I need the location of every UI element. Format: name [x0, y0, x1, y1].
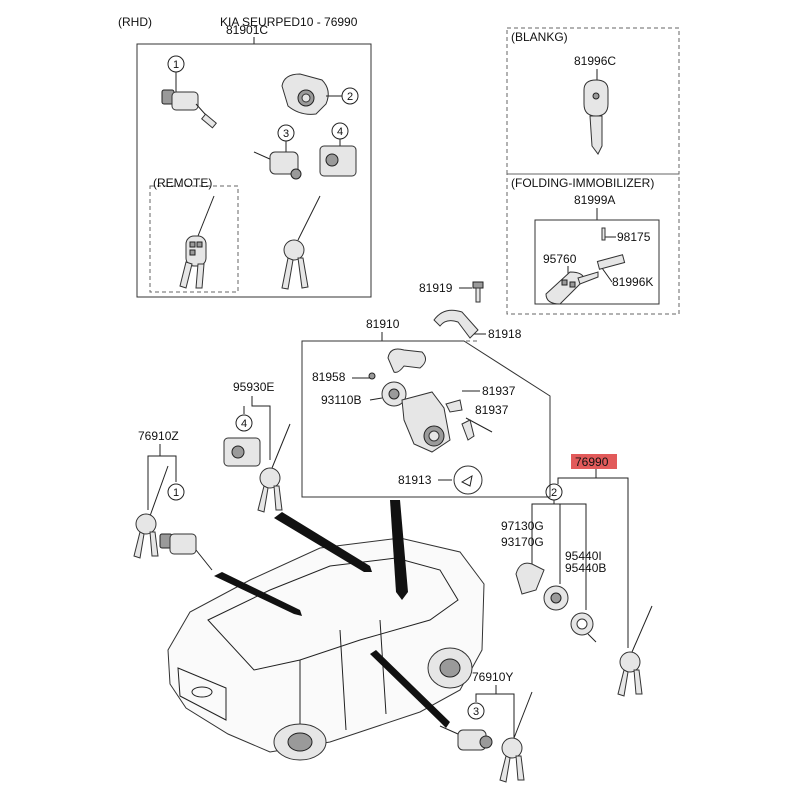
- label-81996K: 81996K: [612, 275, 653, 289]
- lock-cap-icon: [453, 465, 483, 495]
- arrow-left-door: [214, 572, 302, 616]
- wiring-connector-icon: [515, 562, 545, 595]
- bracket-icon: [433, 309, 479, 339]
- label-81910: 81910: [366, 317, 400, 331]
- folding-key-box: [506, 173, 680, 315]
- bolt-icon: [472, 281, 484, 303]
- svg-text:2: 2: [347, 91, 353, 103]
- immobilizer-module-icon: [223, 437, 261, 467]
- label-81919: 81919: [419, 281, 453, 295]
- svg-text:4: 4: [241, 418, 247, 430]
- ignition-cylinder-icon: [543, 585, 569, 611]
- label-81999A: 81999A: [574, 193, 615, 207]
- key-pair-left-icon: [133, 465, 169, 559]
- label-93170G: 93170G: [501, 535, 544, 549]
- car-icon: [167, 537, 485, 761]
- label-81937-b: 81937: [475, 403, 509, 417]
- ignition-switch-icon: [368, 348, 426, 407]
- key-pair-icon: [281, 195, 321, 290]
- key-pair-mid-icon: [257, 423, 291, 513]
- ignition-assembly-box: [301, 340, 551, 498]
- svg-text:1: 1: [173, 487, 179, 499]
- antenna-coil-icon: [570, 612, 597, 643]
- front-door-cylinder-icon: [159, 533, 213, 571]
- label-remote: (REMOTE): [153, 176, 212, 190]
- folding-key-inner-box: [534, 219, 660, 305]
- label-98175: 98175: [617, 230, 651, 244]
- label-81937-a: 81937: [482, 384, 516, 398]
- blank-key-icon: [583, 79, 609, 155]
- label-76910Y: 76910Y: [472, 670, 513, 684]
- label-95930E: 95930E: [233, 380, 274, 394]
- label-95440B: 95440B: [565, 561, 606, 575]
- label-76910Z: 76910Z: [138, 429, 179, 443]
- arrow-rear-door: [370, 650, 450, 728]
- callout-3-bottom: 3: [467, 702, 485, 720]
- rear-door-cylinder-icon: [439, 725, 493, 751]
- diagram-title: KIA SEURPED10 - 76990: [220, 15, 358, 29]
- highlight-76990: [571, 454, 617, 469]
- svg-text:3: 3: [473, 706, 479, 718]
- label-97130G: 97130G: [501, 519, 544, 533]
- label-76990: 76990: [575, 455, 609, 469]
- label-93110B: 93110B: [321, 393, 361, 407]
- key-pair-right-icon: [617, 605, 653, 697]
- svg-text:4: 4: [337, 126, 343, 138]
- label-95760: 95760: [543, 252, 577, 266]
- label-81901C: 81901C: [226, 23, 268, 37]
- remote-box: [149, 185, 239, 293]
- trunk-lock-cylinder-icon: [253, 151, 302, 180]
- arrow-front-door: [274, 512, 372, 572]
- label-81913: 81913: [398, 473, 432, 487]
- folding-blade-icon: [596, 254, 626, 270]
- label-81958: 81958: [312, 370, 346, 384]
- assembly-box-81901C: [136, 43, 372, 298]
- label-folding: (FOLDING-IMMOBILIZER): [511, 176, 654, 190]
- callout-1-top: 1: [167, 55, 185, 73]
- lock-module-icon: [319, 145, 357, 177]
- blank-key-box: [506, 27, 680, 175]
- svg-text:1: 1: [173, 59, 179, 71]
- arrow-ignition: [390, 500, 408, 600]
- door-lock-cylinder-icon: [161, 89, 217, 129]
- callout-4-top: 4: [331, 122, 349, 140]
- callout-1-mid: 1: [167, 483, 185, 501]
- callout-2-top: 2: [341, 87, 359, 105]
- ignition-lock-icon: [281, 73, 329, 115]
- steering-lock-body-icon: [401, 391, 463, 453]
- folding-key-icon: [545, 271, 599, 305]
- svg-text:2: 2: [551, 487, 557, 499]
- callout-4-mid: 4: [235, 414, 253, 432]
- label-95440I: 95440I: [565, 549, 602, 563]
- label-81918: 81918: [488, 327, 522, 341]
- rhd-label: (RHD): [118, 15, 152, 29]
- remote-key-icon: [179, 195, 215, 289]
- key-pair-bottom-icon: [499, 691, 533, 783]
- label-blankg: (BLANKG): [511, 30, 568, 44]
- svg-text:3: 3: [283, 128, 289, 140]
- transponder-pin-icon: [601, 227, 606, 241]
- callout-3-top: 3: [277, 124, 295, 142]
- shear-bolt-icon: [461, 419, 475, 441]
- label-81996C: 81996C: [574, 54, 616, 68]
- callout-2-right: 2: [545, 483, 563, 501]
